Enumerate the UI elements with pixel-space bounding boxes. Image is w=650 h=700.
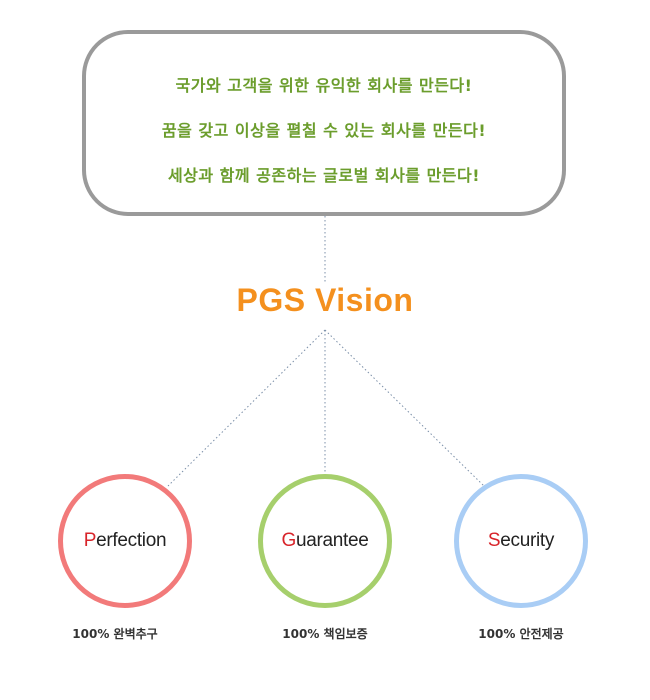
value-circle-security: Security [454, 474, 588, 608]
connector-title-to-security [324, 329, 485, 487]
value-label-security: Security [487, 530, 555, 552]
value-circle-guarantee: Guarantee [258, 474, 392, 608]
value-caption-perfection: 100% 완벽추구 [72, 627, 158, 641]
value-label-perfection: Perfection [84, 530, 167, 552]
value-rest-security: ecurity [500, 530, 555, 551]
vision-title: PGS Vision [236, 282, 414, 318]
value-initial-guarantee: G [281, 530, 296, 551]
connector-title-to-perfection [167, 329, 326, 487]
value-circle-perfection: Perfection [58, 474, 192, 608]
value-caption-security: 100% 안전제공 [478, 627, 564, 641]
value-initial-perfection: P [83, 530, 97, 551]
value-rest-guarantee: uarantee [295, 530, 369, 551]
value-initial-security: S [487, 530, 501, 551]
mission-line-2: 꿈을 갖고 이상을 펼칠 수 있는 회사를 만든다! [161, 121, 487, 140]
value-label-guarantee: Guarantee [281, 530, 368, 552]
value-caption-guarantee: 100% 책임보증 [282, 627, 368, 641]
value-rest-perfection: erfection [96, 530, 167, 551]
mission-box: 국가와 고객을 위한 유익한 회사를 만든다! 꿈을 갖고 이상을 펼칠 수 있… [82, 30, 566, 216]
mission-line-3: 세상과 함께 공존하는 글로벌 회사를 만든다! [167, 166, 481, 185]
mission-line-1: 국가와 고객을 위한 유익한 회사를 만든다! [175, 76, 473, 95]
